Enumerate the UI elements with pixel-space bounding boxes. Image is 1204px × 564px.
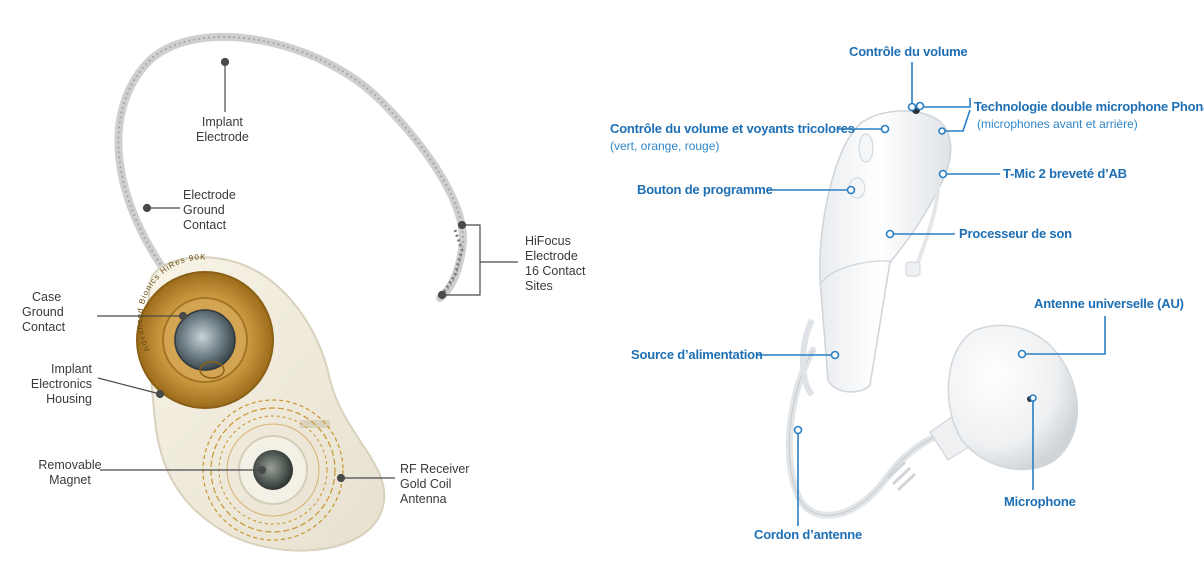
callout-dot-dual-mic: [917, 103, 924, 110]
callout-dot-processor: [887, 231, 894, 238]
callout-dot-case-ground: [180, 313, 187, 320]
label-volume-control: Contrôle du volume: [849, 44, 967, 60]
label-electrode-ground-contact: Electrode Ground Contact: [183, 188, 236, 233]
label-line: Contact: [183, 218, 236, 233]
callout-dot-universal-antenna: [1019, 351, 1026, 358]
callout-dot-antenna-cord: [795, 427, 802, 434]
callout-dot-housing: [157, 391, 164, 398]
label-volume-tricolor-sub: (vert, orange, rouge): [610, 139, 719, 154]
label-line: 16 Contact: [525, 264, 585, 279]
label-dual-mic-sub: (microphones avant et arrière): [977, 117, 1138, 132]
label-line: HiFocus: [525, 234, 585, 249]
label-rf-receiver: RF Receiver Gold Coil Antenna: [400, 462, 469, 507]
callout-line-dual-mic-b: [945, 110, 970, 131]
implant-electrode-lead: [118, 37, 463, 298]
label-line: Gold Coil: [400, 477, 469, 492]
label-case-ground-contact: Case Ground Contact: [22, 290, 65, 335]
label-line: Ground: [183, 203, 236, 218]
callout-dot-microphone: [1030, 395, 1036, 401]
label-line: Contact: [22, 320, 65, 335]
label-program-button: Bouton de programme: [637, 182, 773, 198]
label-removable-magnet: Removable Magnet: [35, 458, 105, 488]
label-line: Housing: [22, 392, 92, 407]
label-implant-electrode: Implant Electrode: [196, 115, 249, 145]
label-line: Electronics: [22, 377, 92, 392]
callout-dot-magnet: [259, 467, 266, 474]
label-antenna-cord: Cordon d’antenne: [754, 527, 862, 543]
label-line: Case: [22, 290, 65, 305]
callout-dot-hifocus-top: [459, 222, 466, 229]
label-tmic: T-Mic 2 breveté d’AB: [1003, 166, 1127, 182]
label-line: Ground: [22, 305, 65, 320]
label-hifocus-electrode: HiFocus Electrode 16 Contact Sites: [525, 234, 585, 294]
callout-dot-dual-mic-rear: [939, 128, 945, 134]
callout-dot-volume: [909, 104, 916, 111]
label-sound-processor: Processeur de son: [959, 226, 1072, 242]
callout-dot-power: [832, 352, 839, 359]
label-line: RF Receiver: [400, 462, 469, 477]
label-dual-mic: Technologie double microphone Phonak: [974, 99, 1204, 115]
callout-dot-program: [848, 187, 855, 194]
callout-line-dual-mic-a: [923, 98, 970, 107]
sound-processor: [803, 106, 951, 395]
label-line: Electrode: [525, 249, 585, 264]
label-implant-electronics-housing: Implant Electronics Housing: [22, 362, 92, 407]
label-line: Implant: [196, 115, 249, 130]
label-line: Implant: [22, 362, 92, 377]
callout-dot-hifocus-bottom: [439, 292, 446, 299]
callout-dot-implant-electrode: [222, 59, 229, 66]
label-line: Removable: [35, 458, 105, 473]
label-line: Electrode: [183, 188, 236, 203]
label-line: Magnet: [35, 473, 105, 488]
label-line: Electrode: [196, 130, 249, 145]
label-universal-antenna: Antenne universelle (AU): [1034, 296, 1184, 312]
callout-dot-electrode-ground: [144, 205, 151, 212]
label-volume-tricolor: Contrôle du volume et voyants tricolores: [610, 121, 855, 137]
label-power-source: Source d’alimentation: [631, 347, 763, 363]
callout-dot-volume-tricolor: [882, 126, 889, 133]
callout-dot-rf-receiver: [338, 475, 345, 482]
label-microphone: Microphone: [1004, 494, 1076, 510]
label-line: Sites: [525, 279, 585, 294]
callout-dot-tmic: [940, 171, 947, 178]
label-line: Antenna: [400, 492, 469, 507]
